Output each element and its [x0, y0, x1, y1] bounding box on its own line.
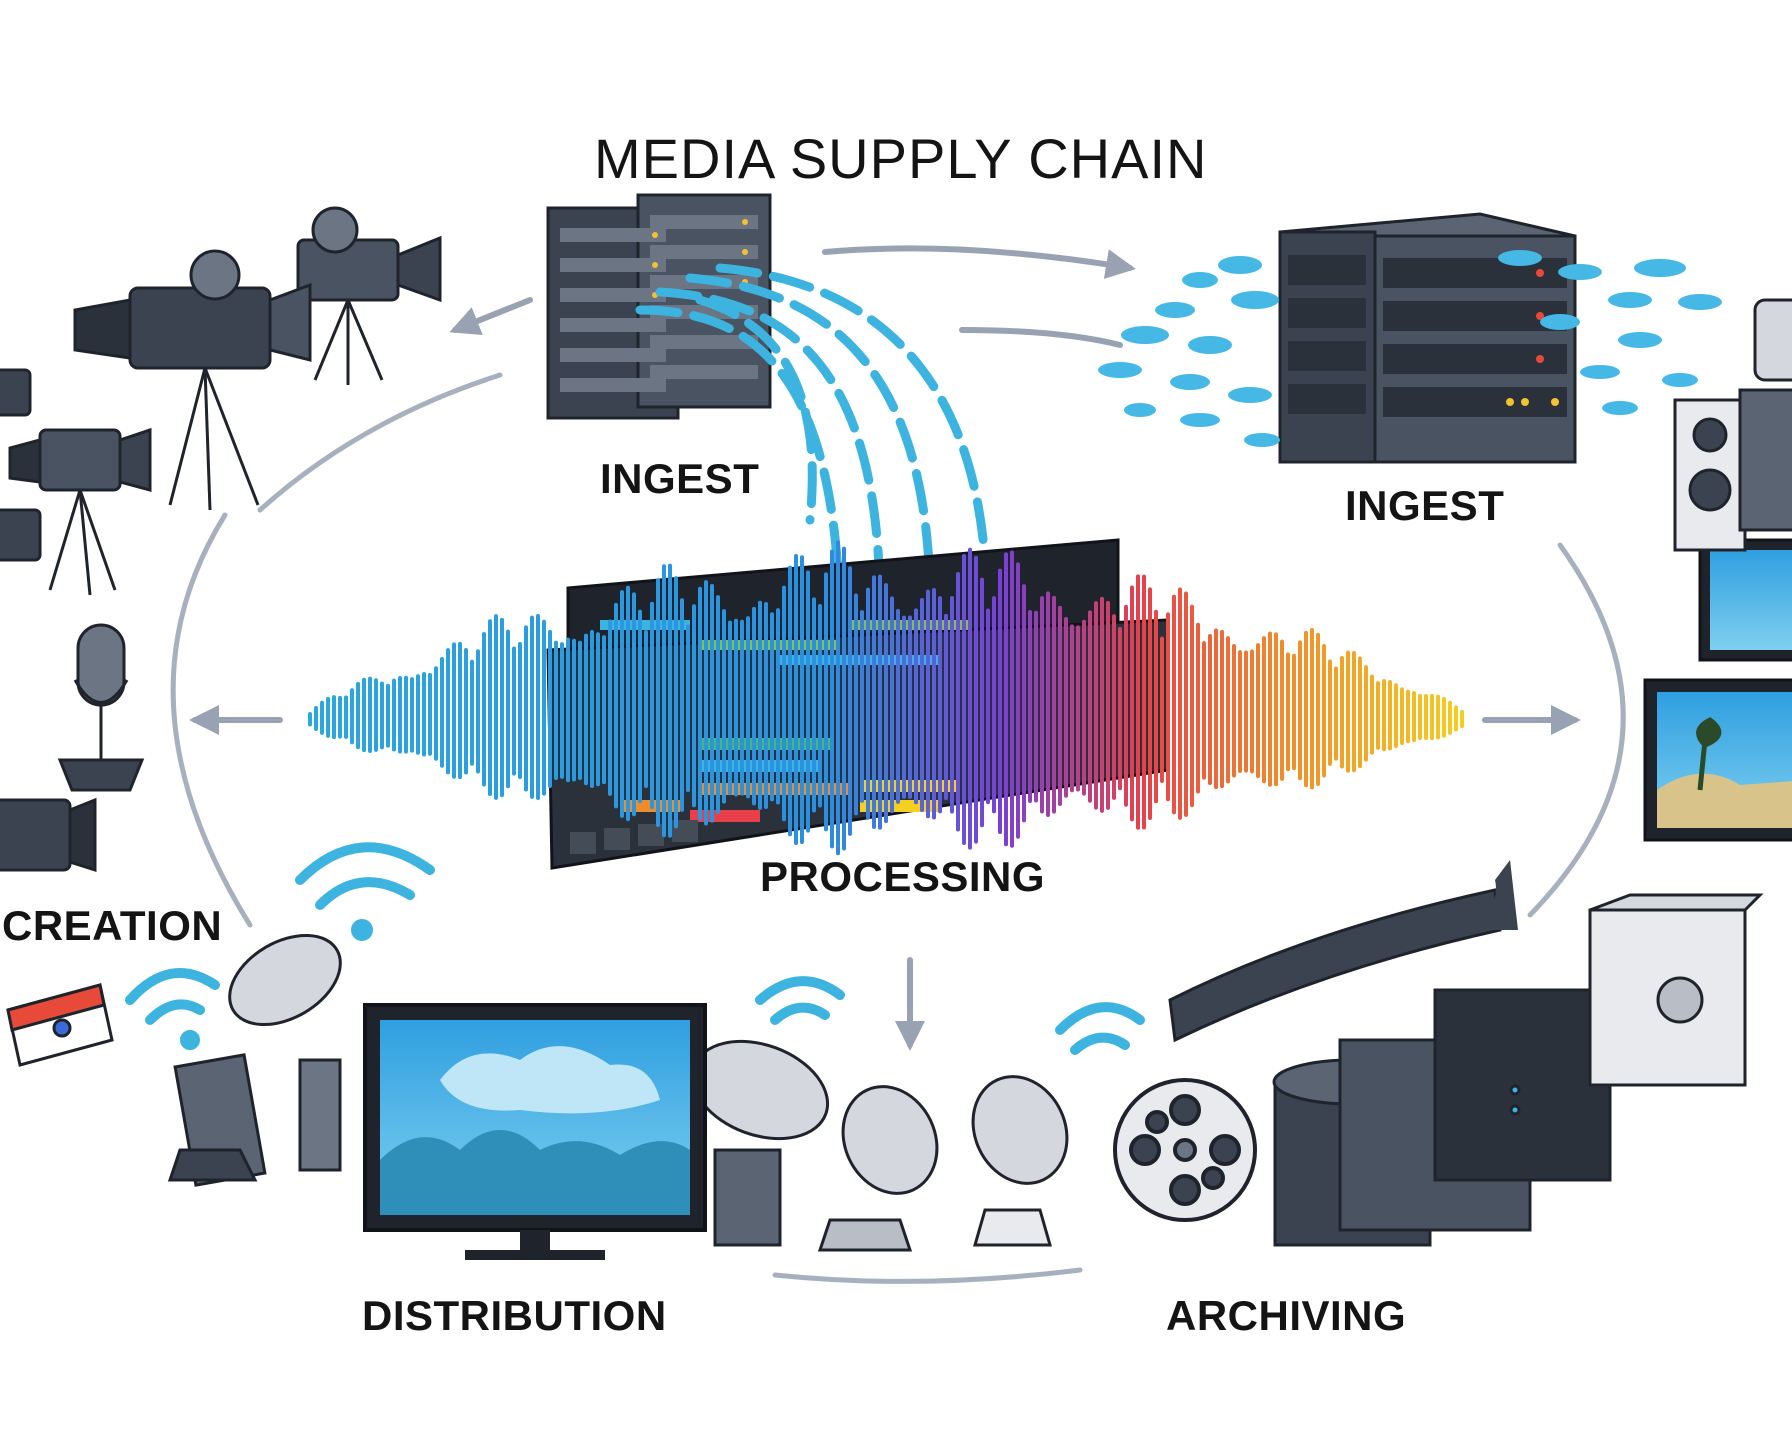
satellite-dish-icon — [167, 933, 1069, 1252]
audio-waveform — [308, 540, 1464, 856]
arrow-to-creation — [449, 297, 533, 336]
flow-arc-right — [1527, 542, 1626, 918]
camera-middle — [73, 249, 312, 511]
film-camera-icon — [0, 206, 442, 873]
stage-label-archiving: ARCHIVING — [1166, 1292, 1407, 1339]
stage-label-ingest-left: INGEST — [600, 455, 760, 502]
flow-arc-left — [170, 512, 253, 928]
camera-edge — [0, 368, 97, 873]
speaker-robot-icon — [1673, 298, 1792, 552]
stage-label-distribution: DISTRIBUTION — [362, 1292, 667, 1339]
tv-monitor-icon — [1643, 538, 1792, 842]
arrow-storage-link — [959, 327, 1123, 348]
flow-arc-left-top — [257, 372, 503, 513]
camera-left — [8, 427, 152, 596]
stage-label-creation: CREATION — [2, 902, 223, 949]
film-strip-icon — [1168, 860, 1518, 1043]
flow-cycle — [170, 372, 1626, 1284]
flow-arrows — [189, 245, 1581, 1051]
data-particles — [1098, 250, 1722, 447]
flag-icon — [6, 983, 114, 1067]
stage-label-ingest-right: INGEST — [1345, 482, 1505, 529]
arrow-ingest-to-ingest — [822, 245, 1136, 279]
data-stream — [635, 263, 990, 645]
stage-label-processing: PROCESSING — [760, 853, 1046, 900]
wifi-signal-icon — [125, 842, 1145, 1055]
flow-arc-bottom — [772, 1267, 1083, 1284]
microphone-icon — [57, 623, 145, 792]
camera-top — [296, 206, 442, 385]
distribution-tv-icon — [363, 1003, 707, 1260]
diagram-title: MEDIA SUPPLY CHAIN — [594, 127, 1208, 190]
storage-server-icon — [1278, 212, 1577, 464]
hard-drive-icon — [1272, 893, 1764, 1247]
film-reel-icon — [1113, 1078, 1257, 1222]
